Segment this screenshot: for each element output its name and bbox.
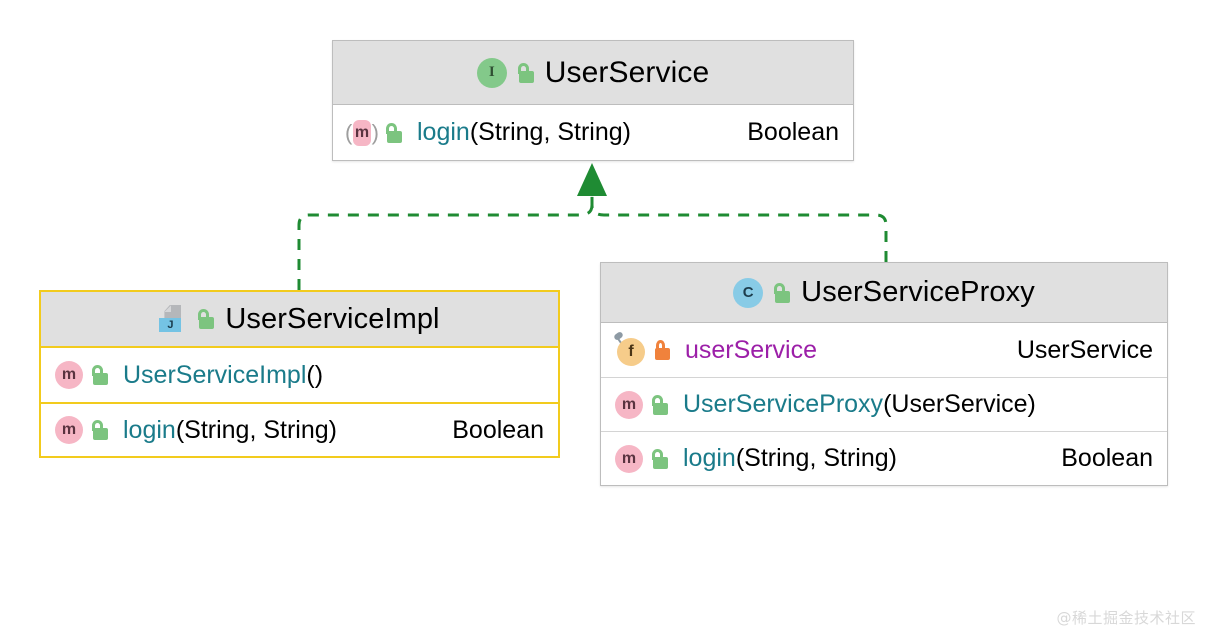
method-icon: m (615, 444, 643, 473)
member-text: userService (685, 336, 999, 365)
member-icons: m (55, 416, 110, 444)
member-row-userserviceimpl-login[interactable]: m login (String, String) Boolean (41, 402, 558, 456)
method-icon: m (615, 390, 643, 419)
class-header-userservice: I UserService (333, 41, 853, 105)
method-icon: m (55, 416, 83, 444)
unlocked-padlock-icon (650, 448, 670, 470)
abstract-method-icon: ( m ) (345, 119, 379, 146)
interface-icon: I (476, 57, 507, 88)
class-box-userservice[interactable]: I UserService ( m ) login (String, Strin… (332, 40, 854, 161)
realization-arrowhead (577, 163, 607, 196)
member-row-userserviceproxy-ctor[interactable]: m UserServiceProxy (UserService) (601, 377, 1167, 431)
member-icons: ( m ) (345, 119, 404, 147)
member-text: login (String, String) (123, 416, 434, 445)
unlocked-padlock-icon (650, 394, 670, 416)
watermark: @稀土掘金技术社区 (1056, 609, 1196, 627)
class-header-userserviceimpl: J UserServiceImpl (41, 292, 558, 348)
class-header-userserviceproxy: C UserServiceProxy (601, 263, 1167, 323)
member-icons: f (613, 330, 672, 366)
member-icons: m (55, 361, 110, 389)
member-row-userserviceproxy-field[interactable]: f userService UserService (601, 323, 1167, 377)
member-type: Boolean (452, 415, 544, 444)
member-row-userserviceproxy-login[interactable]: m login (String, String) Boolean (601, 431, 1167, 485)
class-title-userserviceimpl: UserServiceImpl (225, 302, 440, 335)
member-signature: () (306, 360, 324, 389)
class-title-userservice: UserService (544, 55, 710, 89)
member-text: UserServiceImpl () (123, 361, 526, 390)
member-row-userservice-login[interactable]: ( m ) login (String, String) Boolean (333, 105, 853, 160)
member-type: Boolean (1061, 444, 1153, 472)
member-signature: (UserService) (883, 390, 1036, 418)
class-icon: C (733, 277, 764, 308)
method-icon: m (55, 361, 83, 389)
member-signature: (String, String) (469, 118, 631, 146)
member-name: login (123, 415, 176, 444)
member-signature: (String, String) (175, 415, 337, 444)
realization-edge-impl (297, 185, 594, 290)
member-name: UserServiceImpl (123, 360, 307, 389)
locked-padlock-icon (652, 339, 672, 361)
member-icons: m (615, 444, 670, 473)
member-type: Boolean (747, 118, 839, 146)
member-row-userserviceimpl-ctor[interactable]: m UserServiceImpl () (41, 348, 558, 402)
member-icons: m (615, 390, 670, 419)
member-name: login (417, 118, 470, 146)
unlocked-padlock-icon (90, 364, 110, 386)
java-file-icon: J (159, 304, 187, 334)
member-text: login (String, String) (683, 444, 1043, 473)
realization-edge-proxy (590, 185, 888, 262)
unlocked-padlock-icon (772, 282, 792, 304)
member-text: UserServiceProxy (UserService) (683, 390, 1135, 419)
class-box-userserviceproxy[interactable]: C UserServiceProxy f userService (600, 262, 1168, 486)
class-title-userserviceproxy: UserServiceProxy (801, 276, 1035, 308)
member-type: UserService (1016, 335, 1153, 364)
final-field-icon: f (613, 330, 645, 366)
unlocked-padlock-icon (90, 419, 110, 441)
member-name: login (683, 444, 736, 472)
member-name: userService (685, 335, 817, 364)
unlocked-padlock-icon (384, 122, 404, 144)
class-box-userserviceimpl[interactable]: J UserServiceImpl m UserServiceImpl () (39, 290, 560, 458)
member-signature: (String, String) (735, 444, 897, 472)
unlocked-padlock-icon (196, 308, 216, 330)
member-name: UserServiceProxy (683, 390, 884, 418)
unlocked-padlock-icon (516, 62, 536, 84)
member-text: login (String, String) (417, 118, 729, 147)
